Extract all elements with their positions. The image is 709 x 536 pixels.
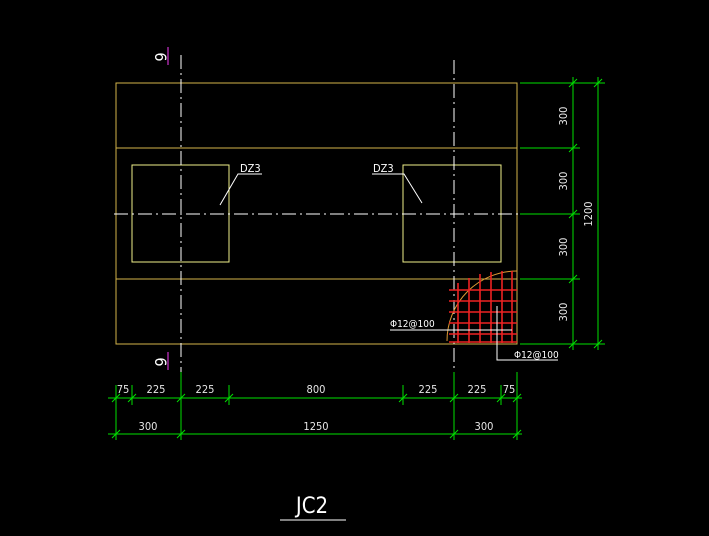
dim-bottom-detail-0: 75 <box>117 383 130 396</box>
rebar-leaders <box>390 306 558 361</box>
leader-right <box>372 173 423 204</box>
dimension-bottom-summary <box>108 405 522 440</box>
dim-bottom-detail-3: 800 <box>307 383 326 396</box>
dim-bottom-summary-0: 300 <box>139 420 158 433</box>
column-label-left: DZ3 <box>240 162 261 175</box>
dim-bottom-summary-2: 300 <box>475 420 494 433</box>
drawing-title: JC2 <box>294 494 328 519</box>
rebar-label-inner: Φ12@100 <box>390 319 435 330</box>
dimension-bottom-detail <box>108 372 522 405</box>
dimension-right-texts: 300 300 300 300 1200 <box>557 107 595 322</box>
dim-bottom-detail-6: 75 <box>503 383 516 396</box>
rebar-leader-outer <box>496 306 558 361</box>
dim-right-seg-1: 300 <box>557 172 570 191</box>
dim-right-seg-2: 300 <box>557 238 570 257</box>
axis-label-bottom: 6 <box>151 357 170 366</box>
axis-label-top: 6 <box>151 52 170 61</box>
dim-bottom-summary-1: 1250 <box>303 420 328 433</box>
dimension-right <box>520 77 605 350</box>
dim-right-total: 1200 <box>582 201 595 226</box>
dimension-bottom-detail-texts: 75 225 225 800 225 225 75 <box>117 383 516 396</box>
rebar-arc <box>446 270 518 342</box>
column-label-right: DZ3 <box>373 162 394 175</box>
dim-bottom-detail-1: 225 <box>147 383 166 396</box>
leader-left <box>219 173 262 206</box>
dim-right-seg-0: 300 <box>557 107 570 126</box>
rebar-grid <box>449 271 517 343</box>
column-label-leaders <box>219 173 423 206</box>
rebar-label-outer: Φ12@100 <box>514 350 559 361</box>
dim-right-seg-3: 300 <box>557 303 570 322</box>
dim-bottom-detail-4: 225 <box>419 383 438 396</box>
dim-bottom-detail-2: 225 <box>196 383 215 396</box>
rebar-detail <box>390 270 558 361</box>
dim-bottom-detail-5: 225 <box>468 383 487 396</box>
dimension-bottom-summary-texts: 300 1250 300 <box>139 420 494 433</box>
axis-lines <box>114 55 520 372</box>
